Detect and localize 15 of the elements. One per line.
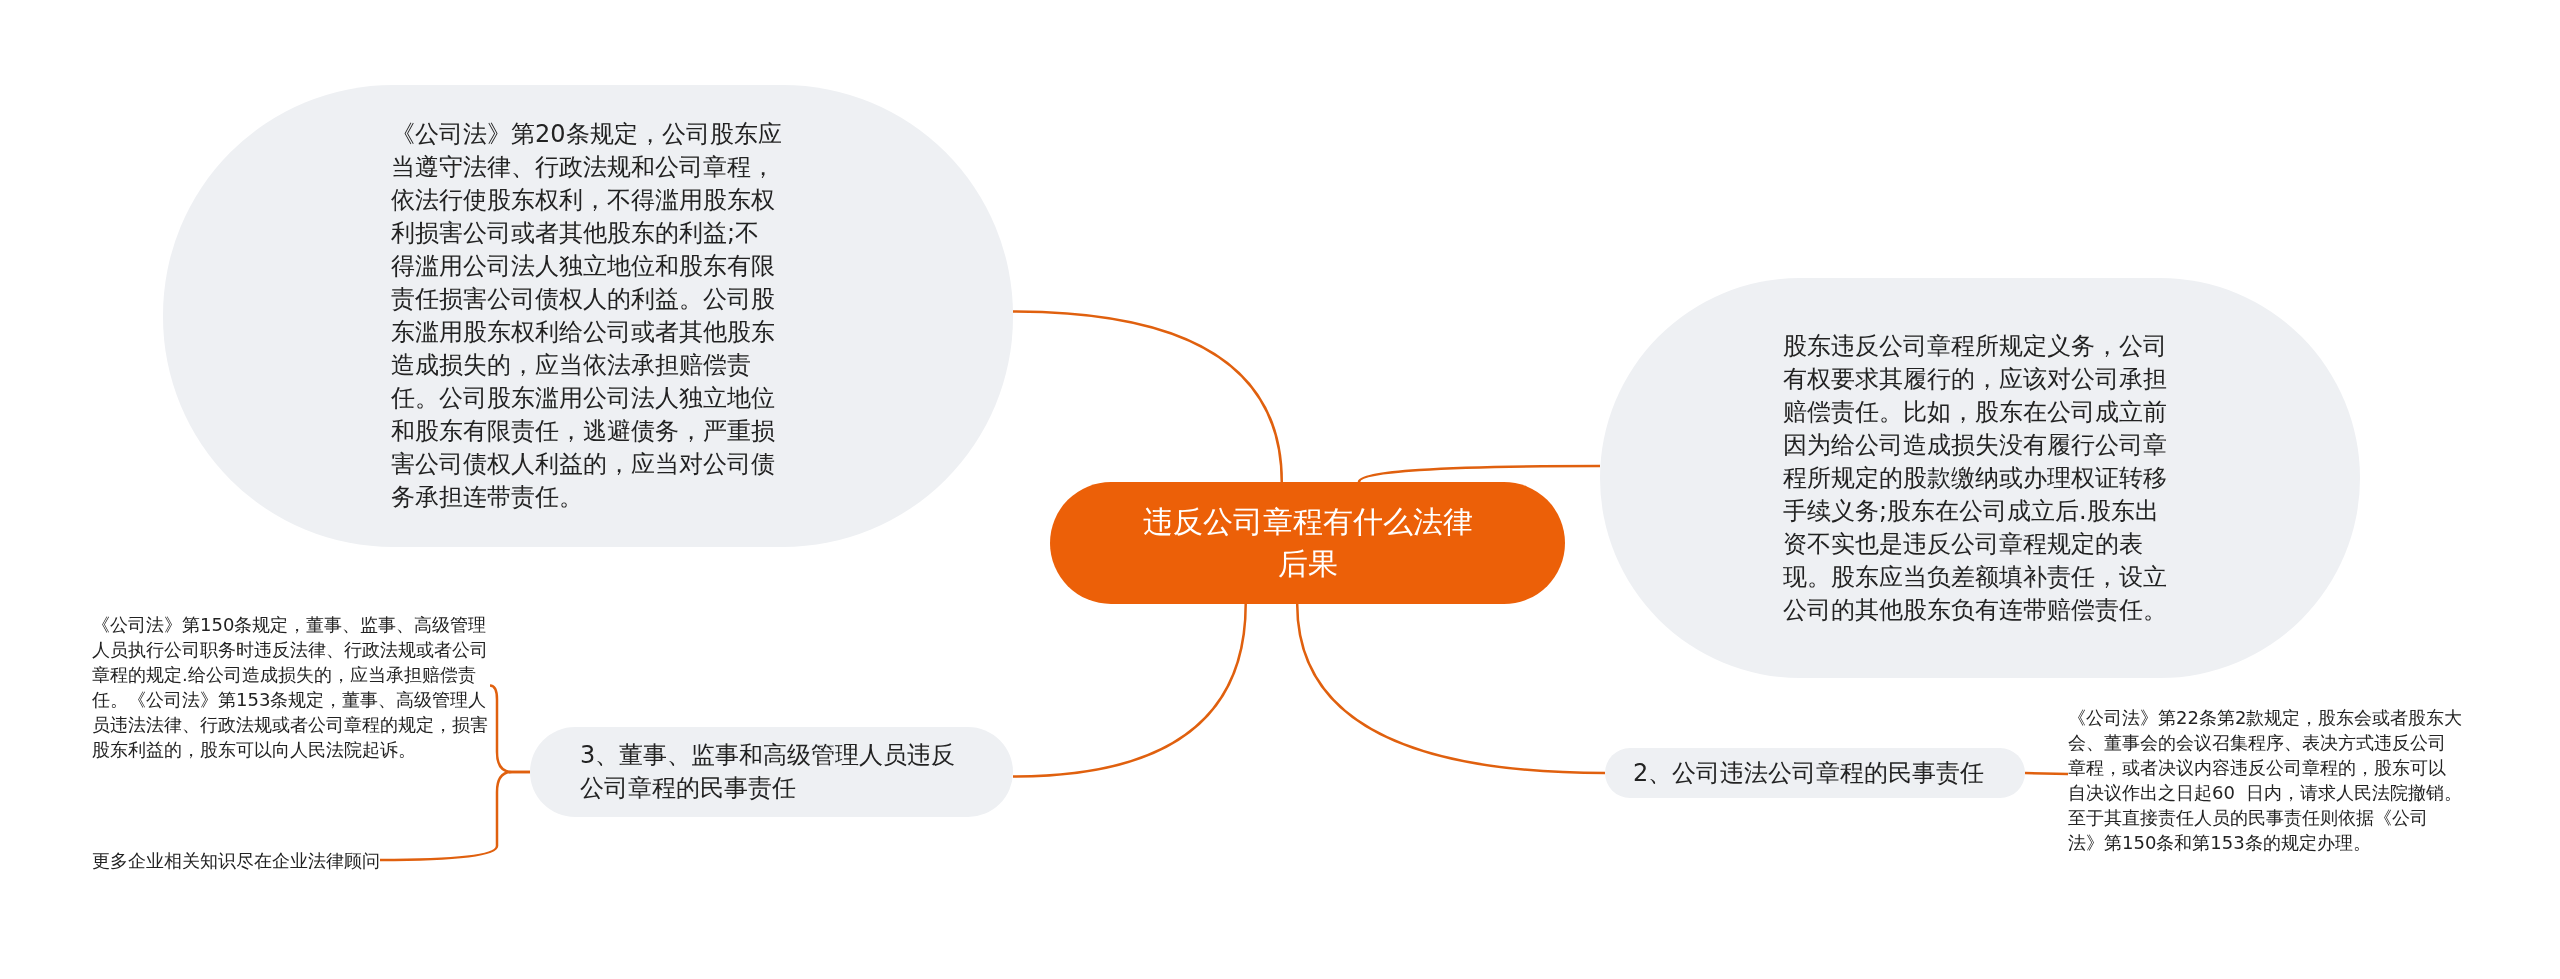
connector-line: [1357, 464, 1600, 483]
branch-label: 2、公司违法公司章程的民事责任: [1633, 757, 1986, 789]
connector-line: [380, 770, 530, 862]
note-text: 《公司法》第22条第2款规定，股东会或者股东大会、董事会的会议召集程序、表决方式违反公司章程，或者决议内容违反公司章程的，股东可以自决议作出之日起60 日内，请求人民法院撤销。至于其直接责任人员的民事责任则依据《公司法》第150条和第153条的规定办理。: [2068, 706, 2463, 855]
connector-line: [1012, 310, 1283, 483]
connector-line: [1012, 603, 1247, 778]
note-text: 《公司法》第150条规定，董事、监事、高级管理人员执行公司职务时违反法律、行政法规或者公司章程的规定.给公司造成损失的，应当承担赔偿责任。《公司法》第153条规定，董事、高级管理人员违法法律、行政法规或者公司章程的规定，损害股东利益的，股东可以向人民法院起诉。: [92, 613, 489, 762]
connector-line: [1295, 603, 1606, 775]
branch-pill: [1605, 748, 2025, 798]
topic-title: 违反公司章程有什么法律后果: [1141, 503, 1474, 583]
note-text: 更多企业相关知识尽在企业法律顾问: [92, 848, 380, 873]
note-text: 股东违反公司章程所规定义务，公司有权要求其履行的，应该对公司承担赔偿责任。比如，股东在公司成立前因为给公司造成损失没有履行公司章程所规定的股款缴纳或办理权证转移手续义务;股东在公司成立后.股东出资不实也是违反公司章程规定的表现。股东应当负差额填补责任，设立公司的其他股东负有连带赔偿责任。: [1783, 330, 2168, 626]
note-text: 《公司法》第20条规定，公司股东应当遵守法律、行政法规和公司章程，依法行使股东权利，不得滥用股东权利损害公司或者其他股东的利益;不得滥用公司法人独立地位和股东有限责任损害公司债权人的利益。公司股东滥用股东权利给公司或者其他股东造成损失的，应当依法承担赔偿责任。公司股东滥用公司法人独立地位和股东有限责任，逃避债务，严重损害公司债权人利益的，应当对公司债务承担连带责任。: [391, 119, 783, 513]
branch-label: 3、董事、监事和高级管理人员违反公司章程的民事责任: [580, 740, 957, 804]
connector-line: [2024, 771, 2069, 776]
